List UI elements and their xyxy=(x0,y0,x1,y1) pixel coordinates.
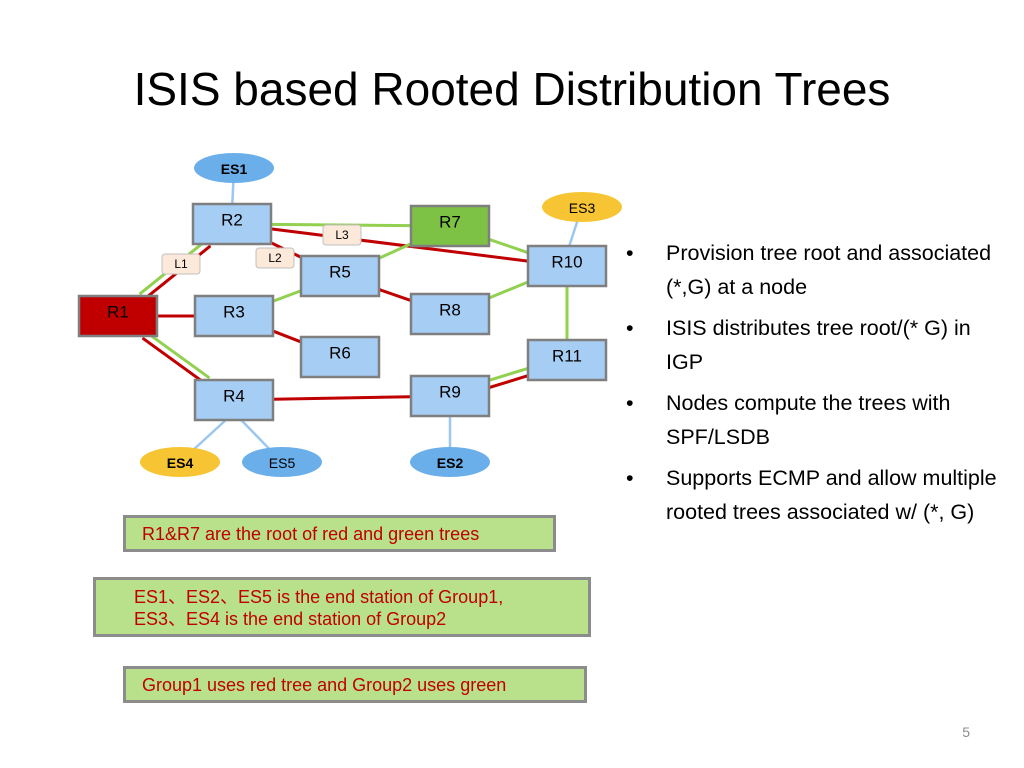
bullet-text: ISIS distributes tree root/(* G) in IGP xyxy=(666,316,971,374)
station-label: ES4 xyxy=(167,455,194,471)
router-box xyxy=(77,294,159,338)
router-label: R9 xyxy=(439,383,461,402)
router-r10: R10 xyxy=(526,244,608,288)
slide-title: ISIS based Rooted Distribution Trees xyxy=(133,63,891,115)
bullet-dot-icon: • xyxy=(626,241,634,265)
link-label-text: L2 xyxy=(268,251,282,265)
station-ellipse xyxy=(194,153,274,183)
usage-note-box: Group1 uses red tree and Group2 uses gre… xyxy=(123,666,587,703)
station-label: ES1 xyxy=(221,161,248,177)
red-tree-link-r1-r4 xyxy=(142,337,206,385)
router-label: R2 xyxy=(221,211,243,230)
bullet-list: • Provision tree root and associated (*,G… xyxy=(620,236,1000,536)
router-label: R11 xyxy=(552,347,582,366)
green-tree-link-r8-r10 xyxy=(487,280,530,300)
usage-note-text: Group1 uses red tree and Group2 uses gre… xyxy=(142,675,507,695)
router-box xyxy=(526,244,608,288)
groups-note-box: ES1、ES2、ES5 is the end station of Group1… xyxy=(93,577,591,637)
station-label: ES5 xyxy=(269,455,296,471)
red-tree-link-r3-r6 xyxy=(271,329,303,344)
router-label: R7 xyxy=(439,213,461,232)
link-label-box xyxy=(161,253,201,275)
bullet-text: Nodes compute the trees with SPF/LSDB xyxy=(666,391,951,449)
end-station-es3: ES3 xyxy=(542,192,622,222)
station-ellipse xyxy=(242,447,322,477)
green-tree-link-r1-r4 xyxy=(146,331,210,379)
router-box xyxy=(526,338,608,382)
end-station-es1: ES1 xyxy=(194,153,274,183)
router-label: R3 xyxy=(223,303,245,322)
router-label: R6 xyxy=(329,344,351,363)
end-station-es5: ES5 xyxy=(242,447,322,477)
router-r7: R7 xyxy=(409,204,491,248)
link-label-box xyxy=(322,224,362,246)
link-label-text: L3 xyxy=(335,228,349,242)
router-r11: R11 xyxy=(526,338,608,382)
bullet-dot-icon: • xyxy=(626,391,634,415)
bullet-dot-icon: • xyxy=(626,466,634,490)
station-ellipse xyxy=(140,447,220,477)
link-label-l2: L2 xyxy=(255,247,295,269)
router-r3: R3 xyxy=(193,294,275,338)
roots-note-box: R1&R7 are the root of red and green tree… xyxy=(123,515,556,552)
station-label: ES3 xyxy=(569,200,596,216)
link-labels-layer: L1 L2 L3 xyxy=(161,224,362,275)
red-tree-link-r5-r8 xyxy=(377,287,413,303)
router-label: R5 xyxy=(329,263,351,282)
router-r4: R4 xyxy=(193,378,275,422)
router-r2: R2 xyxy=(191,202,273,246)
router-box xyxy=(409,292,491,336)
router-box xyxy=(299,254,381,298)
bullet-item: • Supports ECMP and allow multiple rooted… xyxy=(620,461,1000,529)
router-box xyxy=(299,335,381,379)
link-label-text: L1 xyxy=(174,257,188,271)
router-r8: R8 xyxy=(409,292,491,336)
station-ellipse xyxy=(410,447,490,477)
bullet-item: • Provision tree root and associated (*,G… xyxy=(620,236,1000,304)
green-tree-link-r3-r5 xyxy=(271,289,303,303)
green-tree-link-r9-r11 xyxy=(486,367,529,383)
router-box xyxy=(409,204,491,248)
groups-note-line-2: ES3、ES4 is the end station of Group2 xyxy=(134,609,447,629)
router-r9: R9 xyxy=(409,374,491,418)
green-tree-link-r5-r7 xyxy=(377,242,413,260)
station-ellipse xyxy=(542,192,622,222)
router-r5: R5 xyxy=(299,254,381,298)
router-r1: R1 xyxy=(77,294,159,338)
link-label-l1: L1 xyxy=(161,253,201,275)
router-label: R1 xyxy=(107,303,129,322)
green-tree-link-r7-r10 xyxy=(487,237,530,255)
roots-note-text: R1&R7 are the root of red and green tree… xyxy=(142,524,480,544)
red-tree-link-r2-r10 xyxy=(269,227,530,263)
router-label: R10 xyxy=(551,253,582,272)
router-label: R8 xyxy=(439,301,461,320)
router-r6: R6 xyxy=(299,335,381,379)
bullet-text: Supports ECMP and allow multiple rooted … xyxy=(666,466,997,524)
link-label-l3: L3 xyxy=(322,224,362,246)
bullet-item: • ISIS distributes tree root/(* G) in IGP xyxy=(620,311,1000,379)
router-box xyxy=(191,202,273,246)
page-number: 5 xyxy=(962,724,970,740)
router-box xyxy=(193,294,275,338)
router-box xyxy=(409,374,491,418)
end-station-es2: ES2 xyxy=(410,447,490,477)
red-tree-link-r9-r11 xyxy=(488,373,531,389)
router-label: R4 xyxy=(223,387,245,406)
bullet-item: • Nodes compute the trees with SPF/LSDB xyxy=(620,386,1000,454)
router-box xyxy=(193,378,275,422)
groups-note-line-1: ES1、ES2、ES5 is the end station of Group1… xyxy=(134,587,504,607)
red-tree-link-r4-r9 xyxy=(271,395,413,401)
link-label-box xyxy=(255,247,295,269)
bullet-text: Provision tree root and associated (*,G)… xyxy=(666,241,992,299)
end-station-es4: ES4 xyxy=(140,447,220,477)
station-label: ES2 xyxy=(437,455,464,471)
bullet-dot-icon: • xyxy=(626,316,634,340)
